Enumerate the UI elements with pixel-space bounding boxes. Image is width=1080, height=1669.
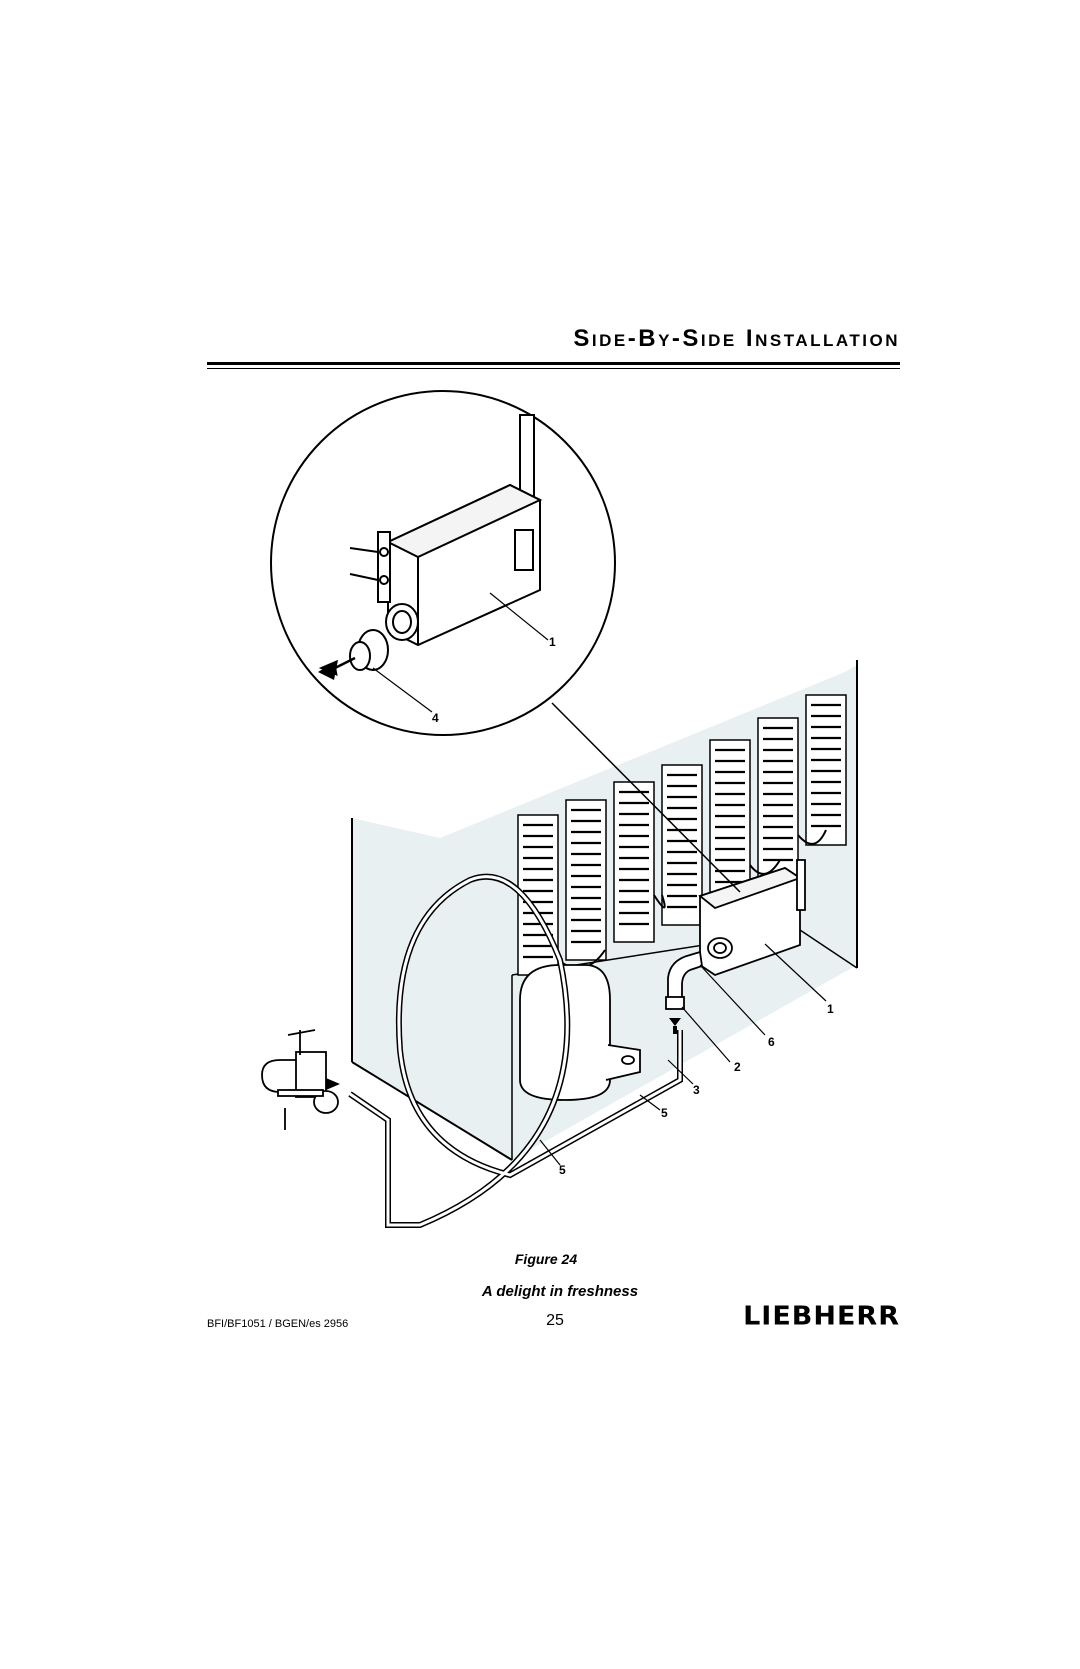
removal-arrowhead bbox=[318, 660, 338, 680]
callout-leaders bbox=[372, 592, 827, 1166]
page-number: 25 bbox=[546, 1312, 564, 1329]
grille-panel bbox=[613, 781, 655, 943]
elbow-fitting bbox=[665, 950, 703, 1010]
callout-3: 3 bbox=[693, 1083, 700, 1097]
callout-1-detail: 1 bbox=[549, 635, 556, 649]
callout-6: 6 bbox=[768, 1035, 775, 1049]
brand-logo: LIEBHERR bbox=[743, 1301, 900, 1332]
grille-slats bbox=[523, 703, 841, 959]
callout-1-main: 1 bbox=[827, 1002, 834, 1016]
water-valve bbox=[698, 859, 806, 976]
title-rule-thin bbox=[207, 368, 900, 369]
document-code: BFI/BF1051 / BGEN/es 2956 bbox=[207, 1318, 349, 1330]
shutoff-valve bbox=[261, 1029, 339, 1130]
title-rule bbox=[207, 362, 900, 365]
inlet-arrow bbox=[669, 1018, 681, 1034]
water-hose-inner bbox=[349, 875, 682, 1227]
callout-5-lower: 5 bbox=[559, 1163, 566, 1177]
figure-caption: Figure 24 bbox=[514, 1251, 578, 1267]
grille-panel bbox=[565, 799, 607, 961]
tray-right-edge bbox=[799, 929, 858, 969]
callout-5-upper: 5 bbox=[661, 1106, 668, 1120]
detail-valve bbox=[377, 414, 543, 647]
detail-cap bbox=[349, 629, 389, 671]
cabinet-bottom-edge bbox=[351, 1061, 513, 1161]
grille-panel bbox=[757, 717, 799, 879]
grille-panel bbox=[661, 764, 703, 926]
connection-arrow bbox=[326, 1078, 340, 1090]
page-title: Side-By-Side Installation bbox=[573, 325, 900, 352]
removal-arrow bbox=[318, 656, 356, 677]
condenser-grille bbox=[517, 694, 847, 976]
callout-2: 2 bbox=[734, 1060, 741, 1074]
magnifier-leader bbox=[551, 702, 741, 893]
detail-screws bbox=[349, 547, 379, 581]
callout-4-detail: 4 bbox=[432, 711, 439, 725]
brand-slogan: A delight in freshness bbox=[481, 1283, 639, 1300]
grille-panel bbox=[709, 739, 751, 901]
